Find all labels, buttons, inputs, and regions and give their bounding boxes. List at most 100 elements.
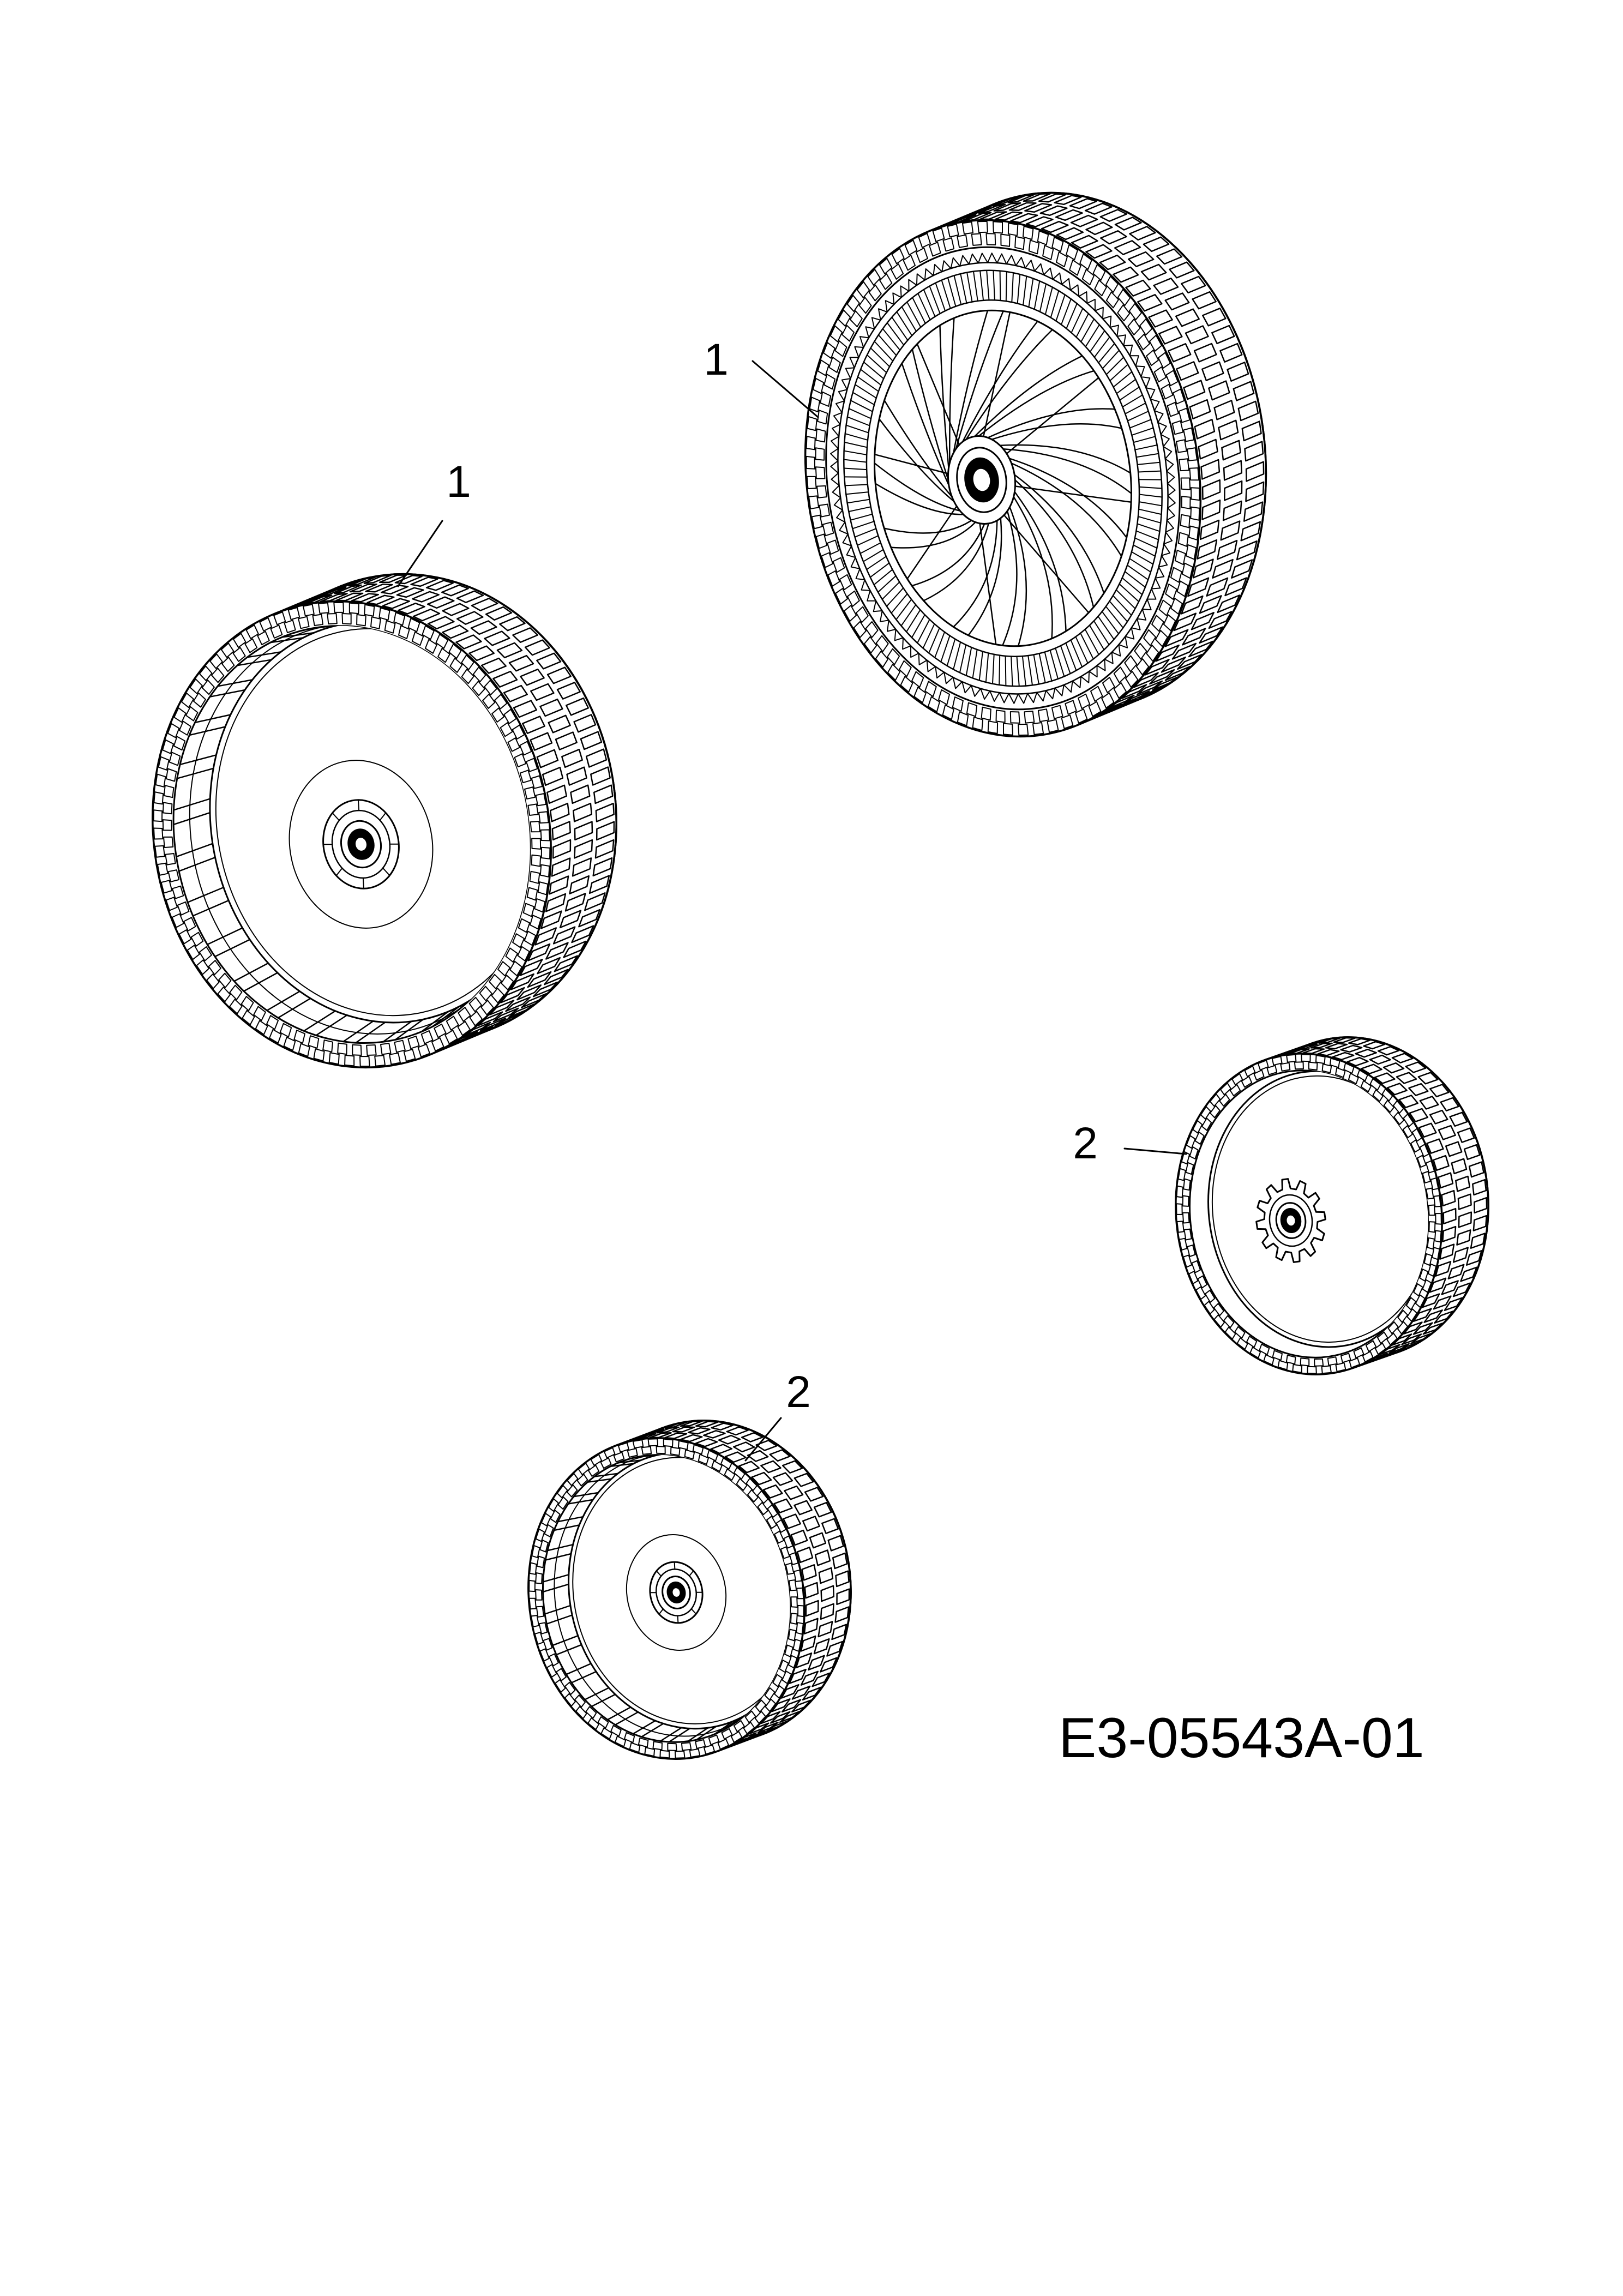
sidewall-lug (813, 377, 825, 394)
sidewall-lug (253, 1006, 266, 1021)
curved-spoke (911, 524, 985, 587)
sidewall-lug (163, 785, 175, 798)
tread-lug (1243, 501, 1264, 522)
sidewall-lug (776, 1519, 787, 1533)
sidewall-lug (437, 647, 450, 663)
sidewall-lug (1179, 458, 1189, 472)
sidewall-lug (199, 665, 213, 681)
sidewall-lug (1037, 708, 1049, 723)
sidewall-lug (613, 1451, 625, 1463)
sidewall-lug (788, 1628, 797, 1642)
sidewall-lug (489, 973, 502, 989)
sidewall-lug (784, 1644, 794, 1657)
sidewall-lug (1213, 1314, 1225, 1328)
tread-lug (1181, 595, 1204, 615)
sidewall-lug (322, 1039, 333, 1053)
tread-lug (1193, 342, 1217, 363)
tire-sidewall-lugs (528, 1438, 804, 1759)
tread-lug (1441, 1280, 1459, 1295)
tread-lug (1137, 680, 1163, 695)
sidewall-lug (1343, 1062, 1355, 1074)
tread-lug (796, 1546, 814, 1564)
sidewall-lug (724, 1468, 736, 1481)
straight-rib (874, 453, 949, 474)
rim-rib (565, 1663, 592, 1675)
sidewall-lug (512, 933, 525, 948)
sidewall-lug (809, 396, 820, 412)
sidewall-lug (644, 1747, 656, 1757)
sidewall-lug (692, 1444, 704, 1455)
tread-lug (520, 668, 545, 686)
rim-rib (552, 1635, 579, 1646)
sidewall-lug (1117, 288, 1131, 306)
sidewall-lug (755, 1699, 767, 1713)
sidewall-lug (815, 533, 828, 549)
tread-lug (1099, 209, 1128, 222)
tread-lug (555, 731, 578, 750)
sidewall-lug (839, 574, 852, 591)
wheel-spokes (874, 310, 1132, 646)
tread-lug (1164, 629, 1189, 647)
rim-rib (394, 1018, 424, 1041)
tread-lug (349, 583, 377, 593)
sidewall-lug (1177, 1168, 1186, 1181)
sidewall-lug (189, 678, 203, 694)
tread-lug (588, 875, 610, 894)
tread-lug (574, 839, 593, 859)
sidewall-lug (193, 692, 206, 708)
tread-lug (1231, 559, 1253, 579)
tread-lug (573, 802, 593, 822)
tread-lug (834, 1606, 850, 1623)
sidewall-lug (938, 689, 950, 705)
sidewall-lug (711, 1460, 723, 1472)
sidewall-lug (757, 1501, 769, 1516)
tread-lug (546, 666, 572, 684)
internal-gear-tooth (1138, 470, 1162, 473)
sidewall-lug (1219, 1093, 1230, 1107)
tread-lug (687, 1427, 711, 1435)
sidewall-lug (1028, 239, 1040, 255)
tread-lug (426, 596, 455, 609)
internal-gear-tooth (1138, 501, 1163, 507)
sidewall-lug (173, 707, 187, 723)
sidewall-lug (1415, 1294, 1426, 1308)
sidewall-lug (178, 929, 192, 945)
tread-lug (1197, 539, 1218, 560)
tread-lug (1084, 202, 1113, 215)
callout-number: 2 (786, 1367, 811, 1417)
sidewall-lug (287, 607, 300, 620)
sidewall-lug (1397, 1321, 1409, 1335)
internal-gear-tooth (972, 649, 978, 679)
sidewall-lug (181, 692, 194, 708)
sidewall-lug (1246, 1336, 1258, 1348)
sidewall-lug (815, 428, 826, 443)
tread-lug (751, 1471, 772, 1486)
drawing-number: E3-05543A-01 (1059, 1706, 1424, 1770)
sidewall-lug (600, 1727, 612, 1740)
tread-lug (773, 1498, 793, 1513)
rim-rib (542, 1583, 569, 1593)
sidewall-lug (574, 1694, 586, 1708)
tread-lug (1340, 1044, 1363, 1053)
sidewall-lug (789, 1552, 799, 1565)
sidewall-lug (929, 242, 941, 257)
sidewall-lug (154, 845, 165, 858)
tread-lug (492, 1007, 519, 1023)
tread-lug (789, 1668, 807, 1684)
sidewall-lug (947, 224, 959, 238)
sidewall-lug (638, 1737, 649, 1748)
callout-1-upper: 1 (704, 335, 819, 418)
rim-rib (172, 812, 211, 826)
sidewall-lug (531, 1615, 539, 1627)
sidewall-lug (1182, 1254, 1193, 1268)
tread-lug (479, 1017, 507, 1032)
tread-lug (1434, 1311, 1454, 1324)
tread-lug (396, 587, 424, 598)
tread-lug (1429, 1109, 1448, 1125)
sidewall-lug (816, 485, 827, 498)
sidewall-lug (1182, 1212, 1190, 1224)
internal-gear-tooth (1125, 402, 1146, 414)
sidewall-lug (629, 1742, 641, 1753)
tread-lug (537, 957, 561, 975)
sidewall-lug (899, 660, 912, 677)
